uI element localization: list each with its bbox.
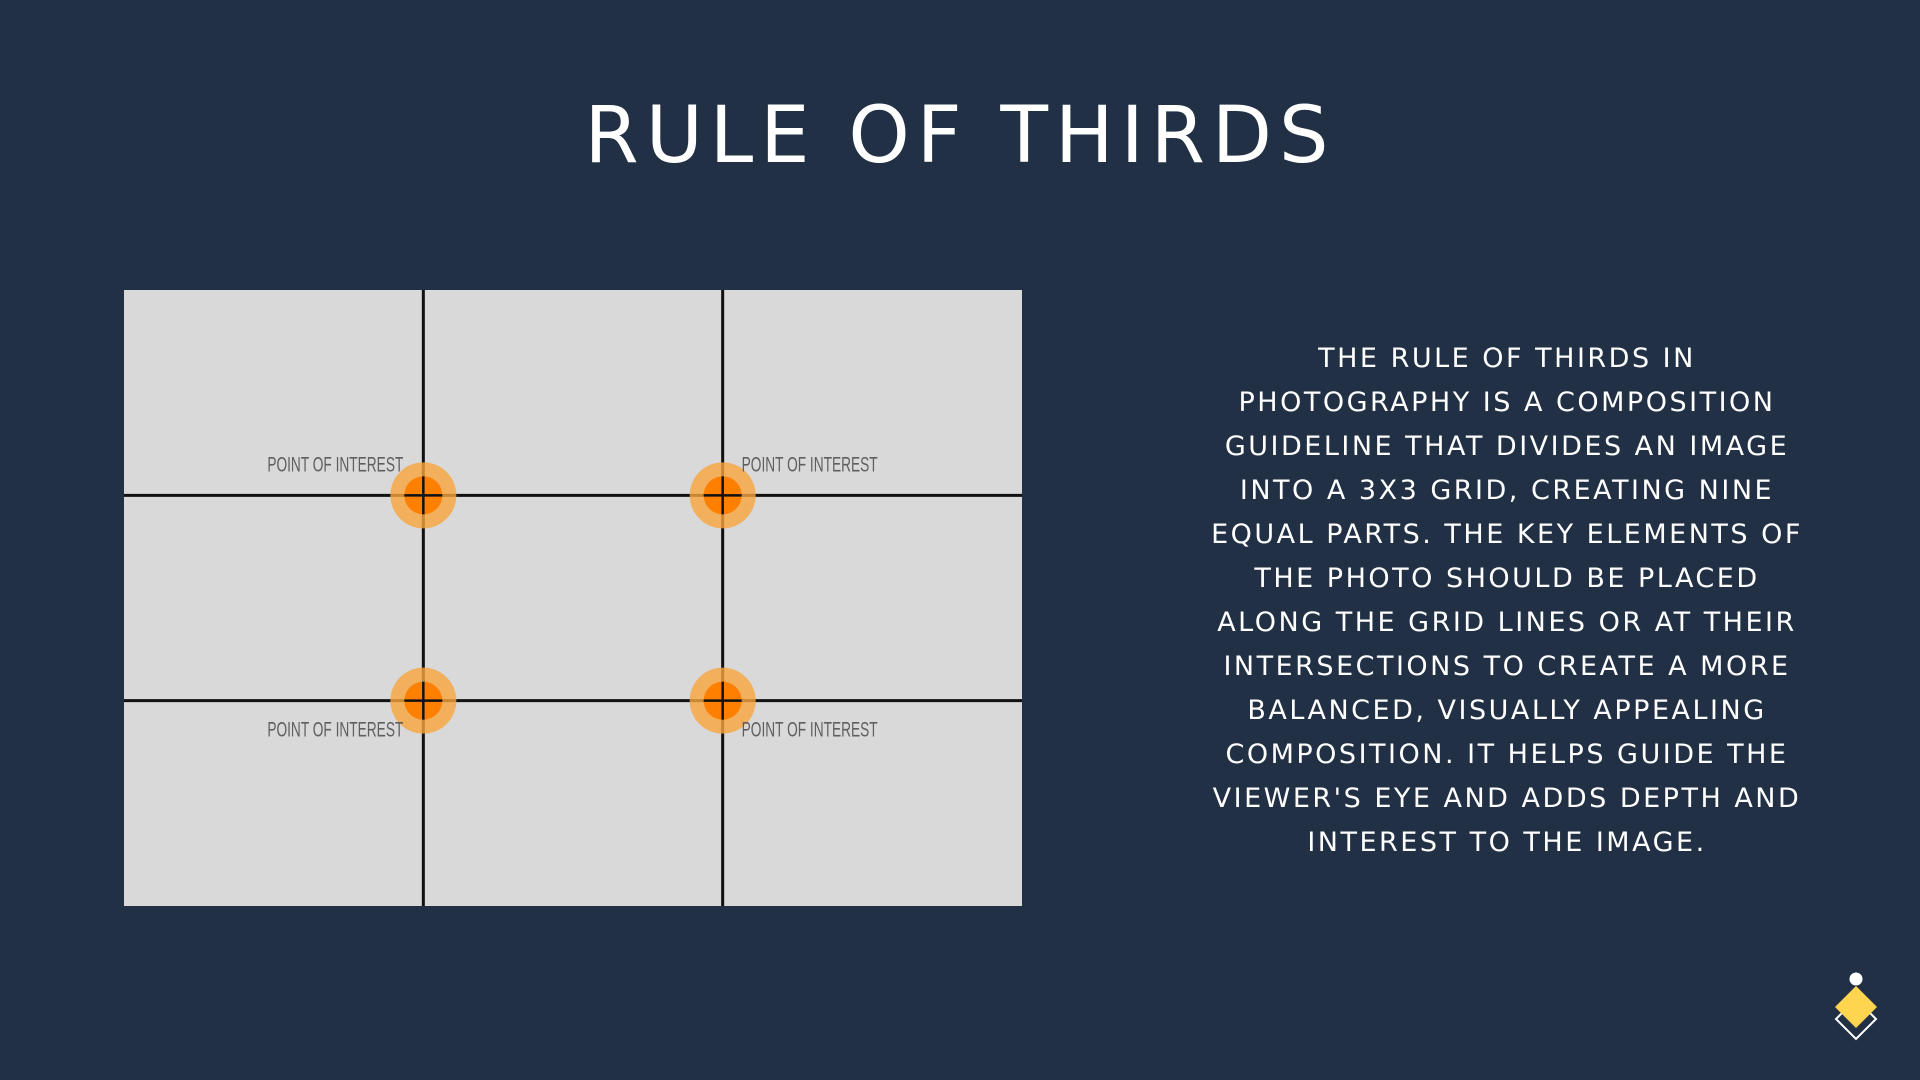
point-of-interest-label: POINT OF INTEREST bbox=[742, 719, 878, 742]
point-of-interest-label: POINT OF INTEREST bbox=[742, 453, 878, 476]
slide-title: Rule of Thirds bbox=[584, 91, 1336, 181]
slide-description: The rule of thirds in photography is a c… bbox=[1211, 343, 1803, 858]
rule-of-thirds-diagram: POINT OF INTEREST POINT OF INTEREST POINT … bbox=[124, 290, 1022, 906]
photo-frame bbox=[124, 290, 1022, 906]
point-of-interest-label: POINT OF INTEREST bbox=[267, 719, 403, 742]
point-of-interest-label: POINT OF INTEREST bbox=[267, 453, 403, 476]
rule-of-thirds-grid: POINT OF INTEREST POINT OF INTEREST POINT … bbox=[124, 290, 1022, 906]
diamond-logo-icon bbox=[1832, 970, 1880, 1042]
